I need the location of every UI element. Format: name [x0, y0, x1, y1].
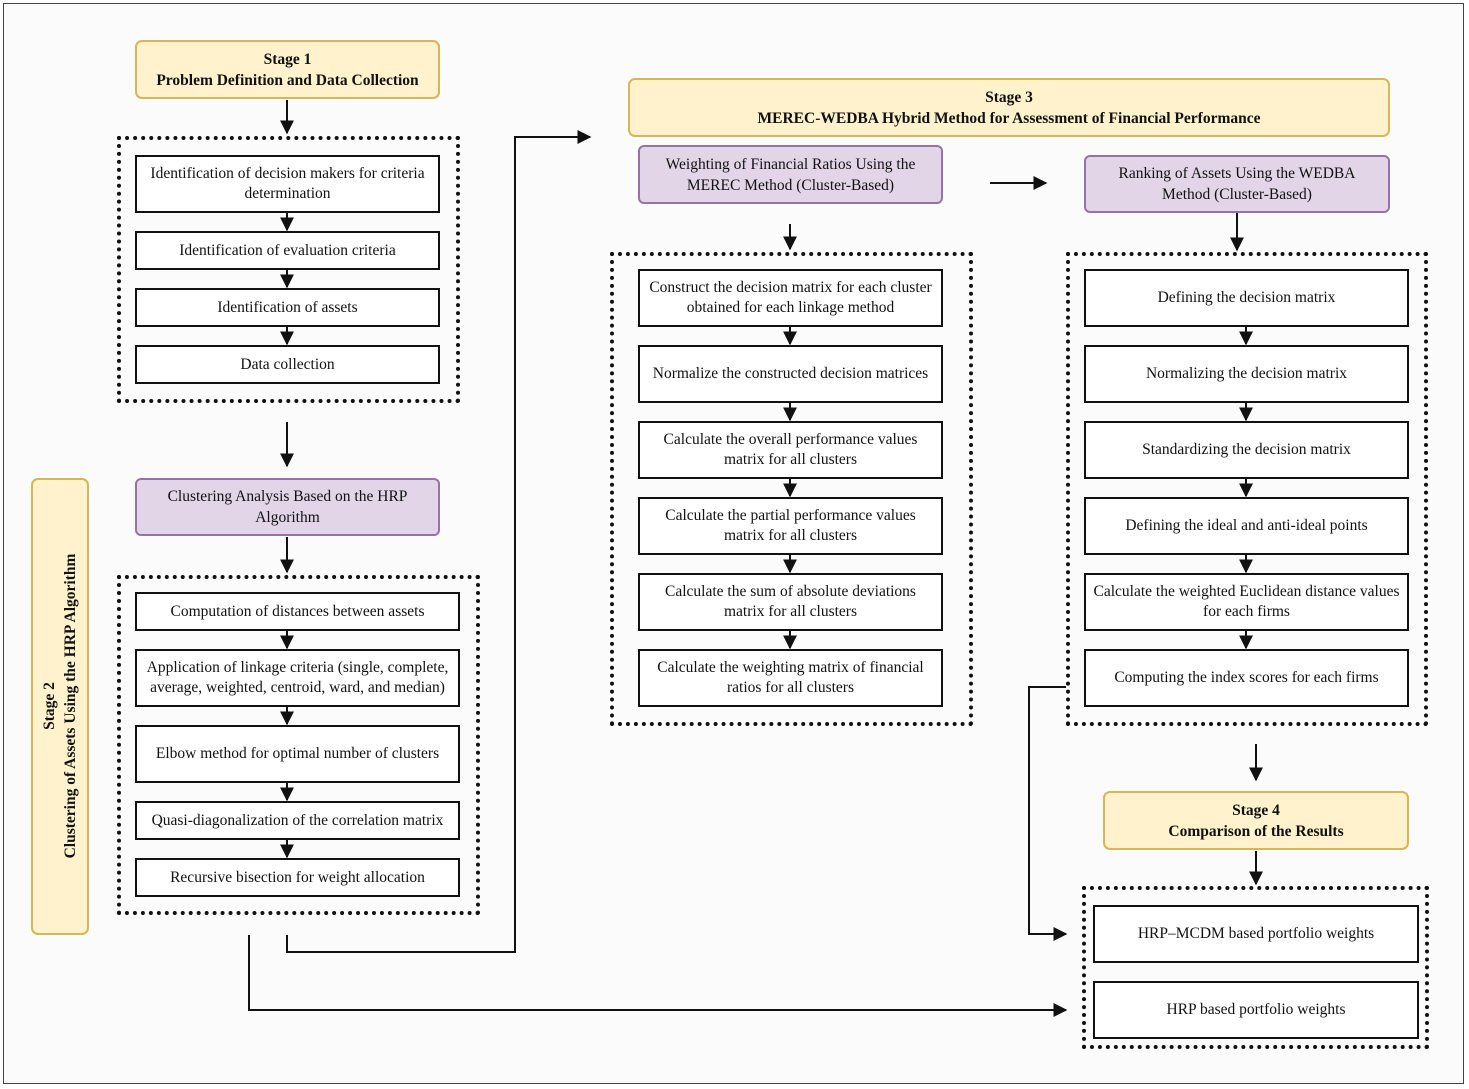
stage1-step: Data collection — [135, 345, 440, 384]
stage2-step: Elbow method for optimal number of clust… — [135, 725, 460, 783]
merec-step: Calculate the sum of absolute deviations… — [638, 573, 943, 631]
stage2-steps-group — [117, 575, 480, 915]
hrp-clustering-header: Clustering Analysis Based on the HRP Alg… — [135, 478, 440, 536]
merec-step: Construct the decision matrix for each c… — [638, 269, 943, 327]
wedba-step: Normalizing the decision matrix — [1084, 345, 1409, 403]
stage1-steps-group — [117, 136, 460, 403]
stage4-results-group — [1082, 886, 1429, 1049]
stage1-subtitle: Problem Definition and Data Collection — [156, 71, 419, 89]
stage3-subtitle: MEREC-WEDBA Hybrid Method for Assessment… — [757, 109, 1261, 127]
stage1-step: Identification of assets — [135, 288, 440, 327]
merec-step: Calculate the weighting matrix of financ… — [638, 649, 943, 707]
stage2-step: Application of linkage criteria (single,… — [135, 649, 460, 707]
wedba-header: Ranking of Assets Using the WEDBA Method… — [1084, 155, 1390, 213]
stage4-subtitle: Comparison of the Results — [1168, 822, 1344, 840]
stage3-header: Stage 3 MEREC-WEDBA Hybrid Method for As… — [628, 78, 1390, 137]
stage1-step: Identification of evaluation criteria — [135, 231, 440, 270]
wedba-step: Standardizing the decision matrix — [1084, 421, 1409, 479]
merec-header: Weighting of Financial Ratios Using the … — [638, 145, 943, 204]
stage1-header: Stage 1 Problem Definition and Data Coll… — [135, 40, 440, 99]
stage3-title: Stage 3 — [985, 88, 1033, 106]
stage1-step: Identification of decision makers for cr… — [135, 155, 440, 213]
merec-step: Calculate the overall performance values… — [638, 421, 943, 479]
wedba-step: Calculate the weighted Euclidean distanc… — [1084, 573, 1409, 631]
merec-step: Calculate the partial performance values… — [638, 497, 943, 555]
wedba-step: Computing the index scores for each firm… — [1084, 649, 1409, 707]
stage1-title: Stage 1 — [263, 50, 312, 68]
stage2-step: Computation of distances between assets — [135, 592, 460, 631]
stage2-title: Stage 2 — [41, 682, 58, 730]
stage2-side-label: Stage 2 Clustering of Assets Using the H… — [35, 506, 85, 906]
wedba-step: Defining the decision matrix — [1084, 269, 1409, 327]
stage2-step: Quasi-diagonalization of the correlation… — [135, 801, 460, 840]
stage4-title: Stage 4 — [1232, 801, 1280, 819]
stage2-step: Recursive bisection for weight allocatio… — [135, 858, 460, 897]
hrp-mcdm-weights: HRP–MCDM based portfolio weights — [1093, 905, 1419, 963]
hrp-weights: HRP based portfolio weights — [1093, 981, 1419, 1039]
stage2-subtitle: Clustering of Assets Using the HRP Algor… — [62, 553, 79, 859]
stage2-side-header — [31, 478, 89, 935]
merec-steps-group — [610, 252, 973, 726]
wedba-steps-group — [1066, 252, 1428, 726]
wedba-step: Defining the ideal and anti-ideal points — [1084, 497, 1409, 555]
stage4-header: Stage 4 Comparison of the Results — [1103, 791, 1409, 850]
merec-step: Normalize the constructed decision matri… — [638, 345, 943, 403]
